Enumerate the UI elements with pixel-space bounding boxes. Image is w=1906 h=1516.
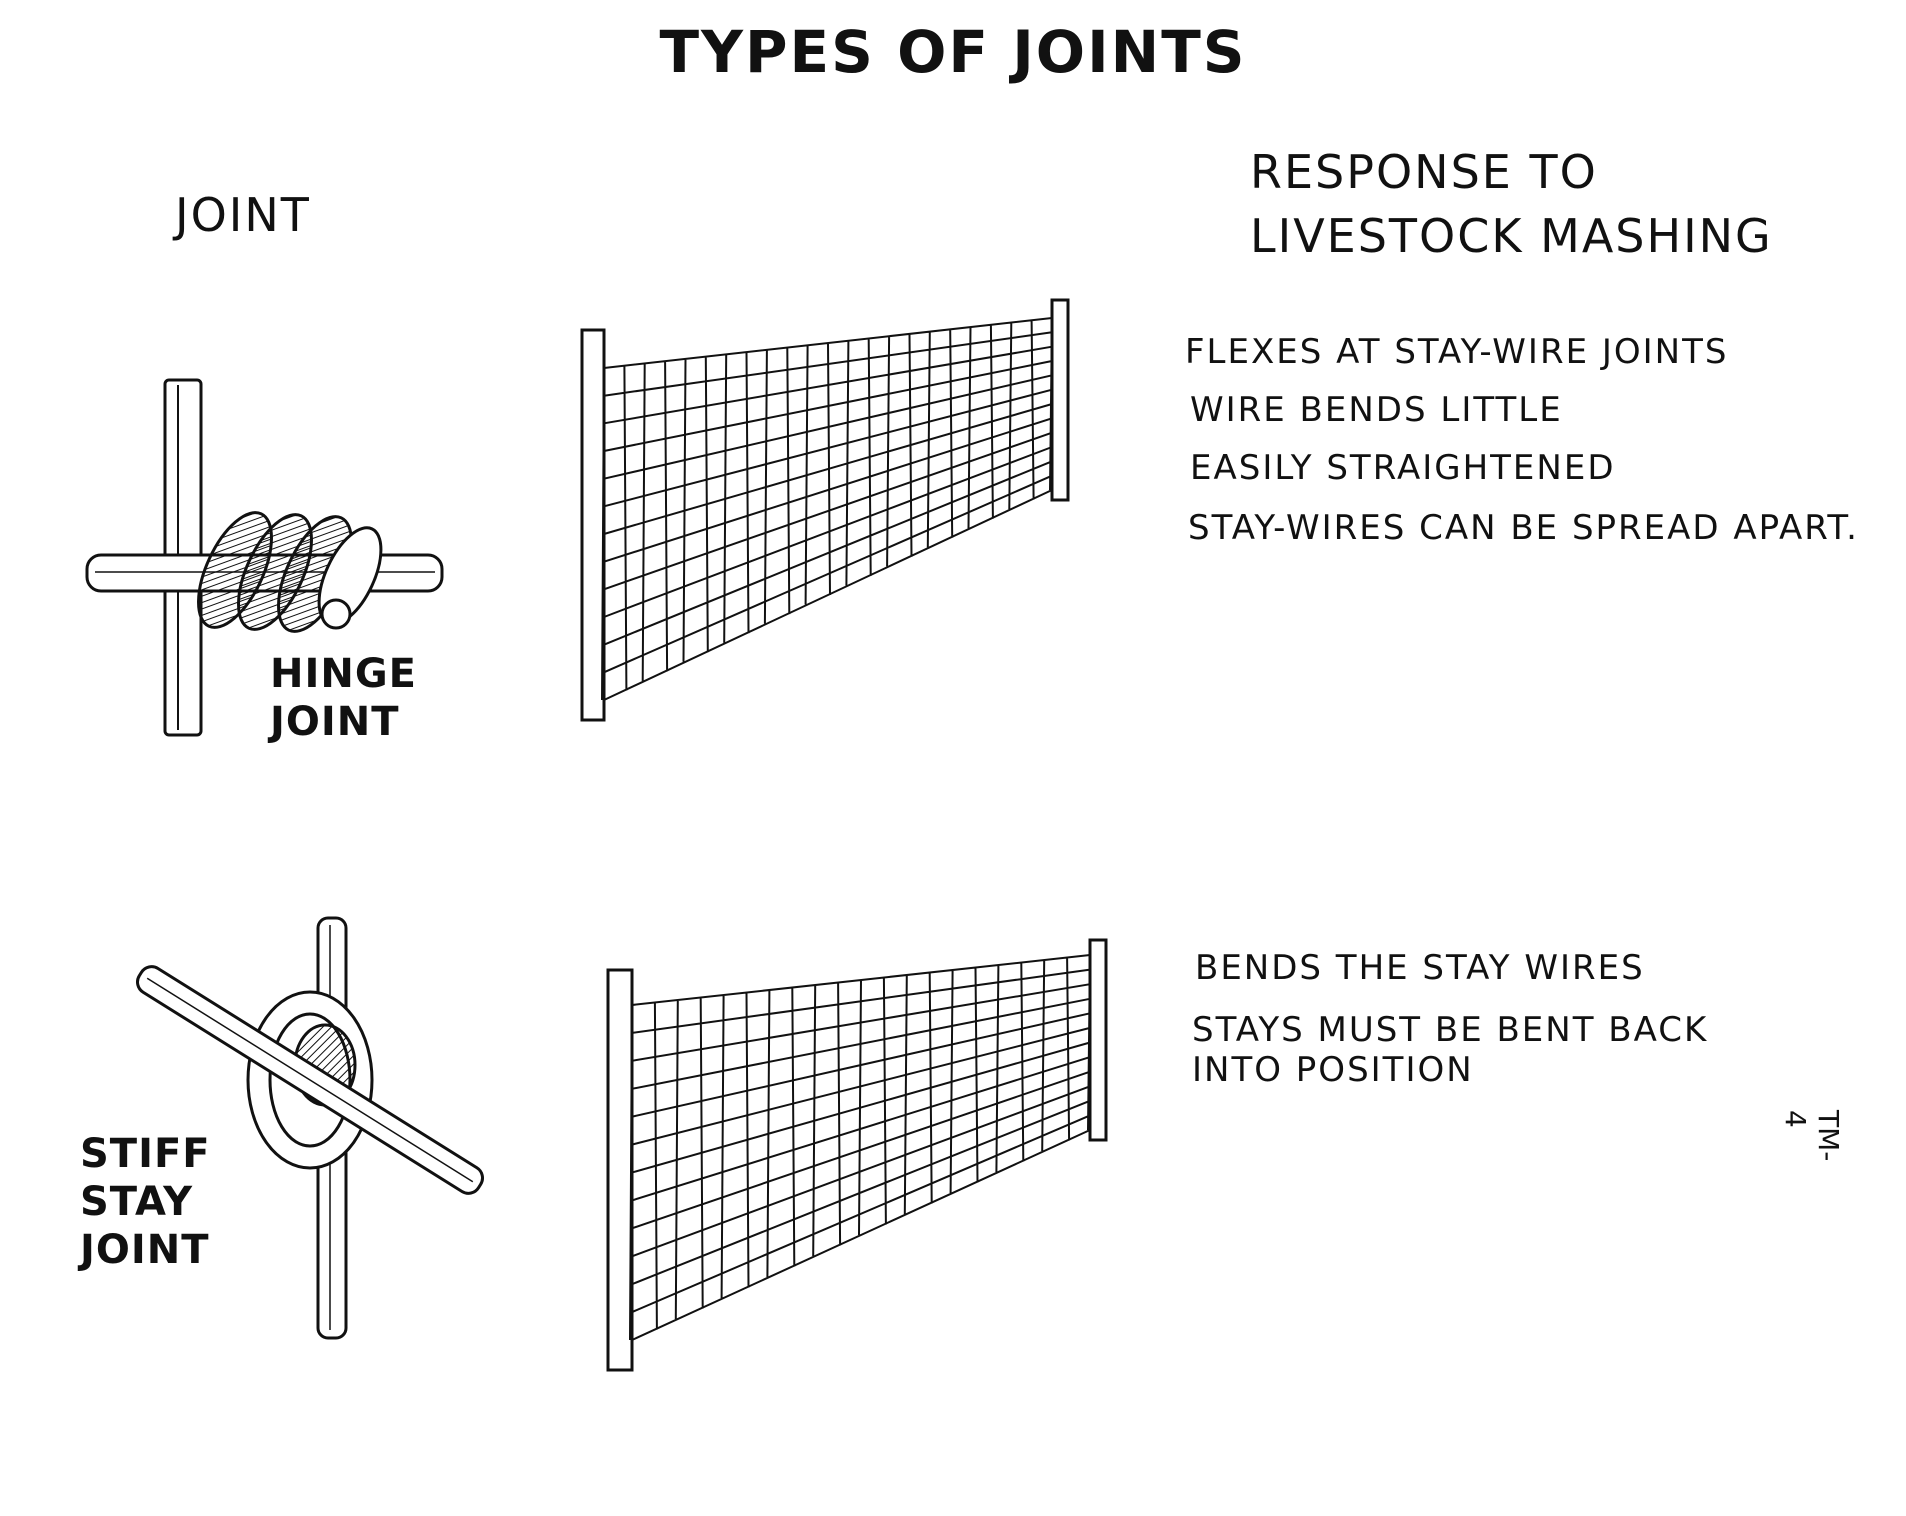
stiff-stay-joint-illustration [136,916,484,1340]
response-column-header: RESPONSE TO LIVESTOCK MASHING [1250,145,1773,263]
hinge-response-2: WIRE BENDS LITTLE [1190,390,1563,430]
hinge-wrap-coils [197,511,383,633]
stiff-stay-joint-label: STIFF STAY JOINT [80,1131,211,1273]
fence-post-left [580,328,606,722]
hinge-response-3: EASILY STRAIGHTENED [1190,448,1616,488]
hinge-fence-illustration [580,298,1070,722]
fence-post-right [1088,938,1108,1142]
hinge-joint-illustration [85,378,444,737]
joint-column-header: JOINT [175,188,311,242]
fence-post-left [606,968,634,1372]
hinge-response-1: FLEXES AT STAY-WIRE JOINTS [1185,332,1729,372]
stiff-response-1: BENDS THE STAY WIRES [1195,948,1645,988]
stiff-response-2: STAYS MUST BE BENT BACK INTO POSITION [1192,1010,1709,1090]
stiff-fence-illustration [606,938,1108,1372]
fence-post-right [1050,298,1070,502]
page-title: TYPES OF JOINTS [659,18,1247,86]
hinge-joint-label: HINGE JOINT [270,651,417,745]
hinge-response-4: STAY-WIRES CAN BE SPREAD APART. [1188,508,1859,548]
